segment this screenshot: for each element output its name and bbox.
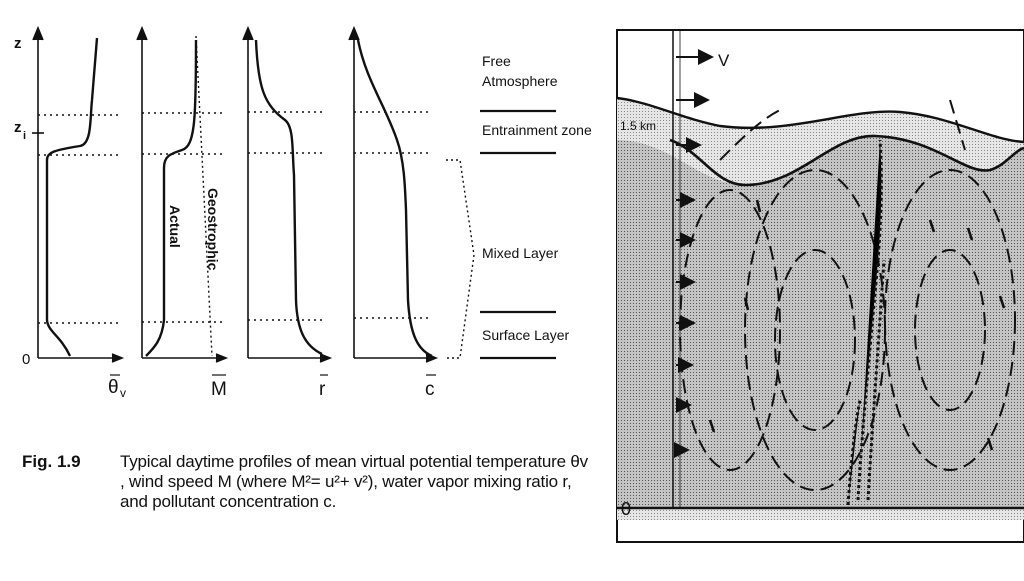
- mixed-layer-bracket: [446, 159, 475, 359]
- zero-label: 0: [22, 351, 30, 368]
- m-axis-label: M: [211, 379, 227, 400]
- theta-axis-arrow: [111, 353, 125, 363]
- thermal-plume: [846, 139, 886, 506]
- zi-label: z: [14, 119, 22, 136]
- z-axis-4-arrow: [348, 25, 360, 41]
- height-label: 1.5 km: [620, 119, 656, 133]
- geostrophic-label: Geostrophic: [205, 188, 221, 271]
- boundary-layer-schematic: V 1.5 km 0: [616, 29, 1024, 543]
- theta-profile-panel: [32, 25, 125, 363]
- geostrophic-wind-curve: [195, 35, 213, 357]
- profile-panels: [32, 25, 556, 363]
- wind-arrows: [674, 49, 714, 458]
- mixed-layer: [617, 135, 1024, 508]
- actual-label: Actual: [167, 205, 183, 248]
- z-axis-3-arrow: [242, 25, 254, 41]
- overshoot-right: [949, 99, 966, 151]
- overshoot-left: [719, 109, 781, 161]
- figure-caption-text: Typical daytime profiles of mean virtual…: [120, 452, 588, 511]
- z-axis-2-arrow: [136, 25, 148, 41]
- ground-height-label: 0: [621, 499, 631, 519]
- mixed-layer-label: Mixed Layer: [482, 245, 559, 261]
- layer-legend-bars: [480, 109, 556, 360]
- free-atmosphere-line1: Free: [482, 53, 511, 69]
- z-label: z: [14, 35, 22, 52]
- mixed-layer-top: [669, 134, 1024, 187]
- wind-profile-panel: [136, 25, 229, 363]
- eddy-right-outer: [884, 169, 1016, 471]
- theta-curve: [45, 37, 99, 357]
- free-atmosphere-line2: Atmosphere: [482, 73, 558, 89]
- eddy-circulations: [679, 99, 1016, 491]
- pollutant-curve: [356, 39, 433, 358]
- eddy-right-inner: [914, 249, 986, 411]
- r-axis-label: r: [319, 379, 326, 400]
- entrainment-top: [616, 96, 1024, 144]
- profile-labels: z z i 0 θ v M r c Actual Geostrophic Fre…: [14, 35, 592, 400]
- eddy-center-inner: [774, 249, 856, 431]
- entrainment-zone-label: Entrainment zone: [482, 122, 592, 138]
- wind-label: V: [718, 51, 730, 70]
- eddy-arrowheads: [708, 199, 1006, 451]
- z-axis-arrow: [32, 25, 44, 41]
- figure-number: Fig. 1.9: [22, 452, 81, 471]
- surface-layer-label: Surface Layer: [482, 327, 569, 343]
- layer-boundaries: [38, 111, 432, 324]
- theta-axis-label: θ: [108, 377, 119, 398]
- zi-subscript: i: [23, 130, 26, 142]
- r-axis-arrow: [319, 353, 333, 363]
- c-axis-label: c: [425, 379, 435, 400]
- moisture-curve: [254, 39, 323, 356]
- pollutant-profile-panel: [348, 25, 439, 363]
- m-axis-arrow: [215, 353, 229, 363]
- moisture-profile-panel: [242, 25, 333, 363]
- theta-axis-sub: v: [120, 386, 126, 400]
- actual-wind-curve: [145, 39, 198, 357]
- eddy-left: [679, 189, 781, 471]
